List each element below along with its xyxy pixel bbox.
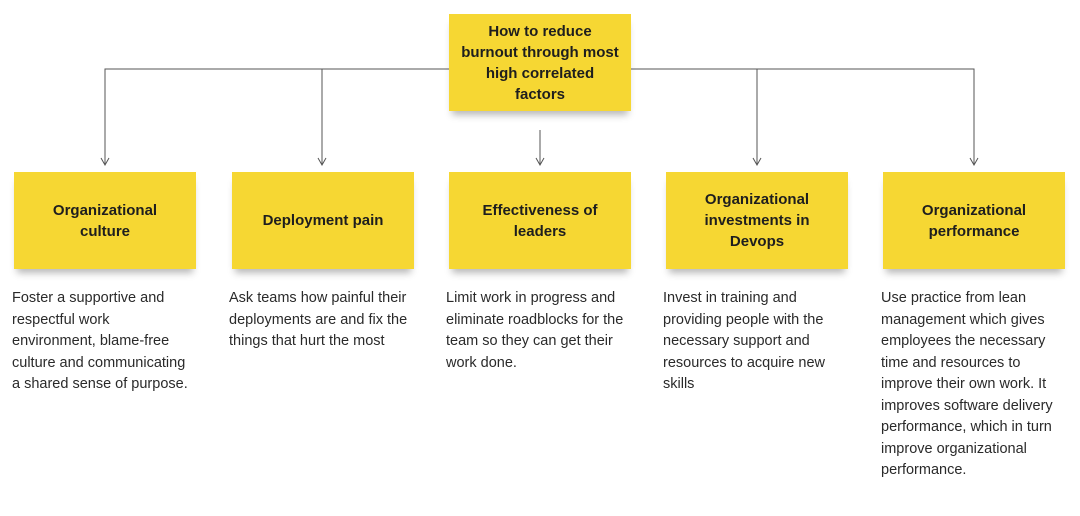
root-title: How to reduce burnout through most high … — [461, 22, 619, 103]
arrow-to-organizational-investments — [752, 157, 762, 167]
arrow-to-effectiveness-of-leaders — [535, 157, 545, 167]
root-sticky-note: How to reduce burnout through most high … — [449, 14, 631, 111]
arrow-to-organizational-performance — [969, 157, 979, 167]
connector-to-organizational-culture — [104, 68, 449, 164]
arrow-to-deployment-pain — [317, 157, 327, 167]
description-organizational-investments: Invest in training and providing people … — [663, 290, 825, 392]
sticky-note-organizational-culture: Organizational culture — [14, 172, 196, 269]
sticky-note-deployment-pain: Deployment pain — [232, 172, 414, 269]
factor-title: Deployment pain — [262, 212, 384, 229]
description-organizational-culture: Foster a supportive and respectful work … — [12, 290, 188, 392]
factor-title: Effectiveness of leaders — [482, 201, 598, 240]
sticky-note-organizational-investments: Organizational investments in Devops — [666, 172, 848, 269]
description-organizational-performance: Use practice from lean management which … — [881, 290, 1053, 478]
description-deployment-pain: Ask teams how painful their deployments … — [229, 290, 408, 349]
factor-title: Organizational performance — [921, 201, 1027, 240]
factor-title: Organizational investments in Devops — [704, 191, 810, 250]
description-effectiveness-of-leaders: Limit work in progress and eliminate roa… — [446, 290, 624, 371]
sticky-note-organizational-performance: Organizational performance — [883, 172, 1065, 269]
connector-to-organizational-performance — [631, 68, 975, 164]
sticky-note-effectiveness-of-leaders: Effectiveness of leaders — [449, 172, 631, 269]
factor-title: Organizational culture — [52, 201, 158, 240]
arrow-to-organizational-culture — [100, 157, 110, 167]
